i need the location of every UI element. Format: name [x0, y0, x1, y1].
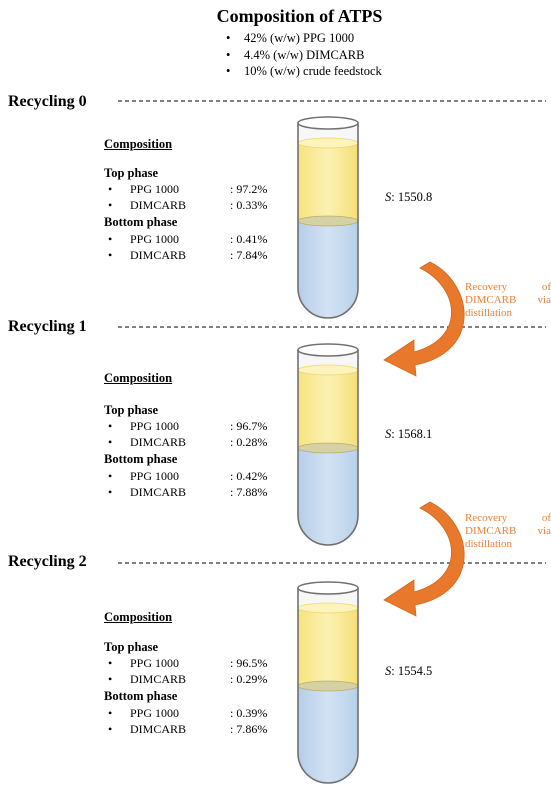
composition-entry: •DIMCARB: 0.33%: [108, 198, 268, 212]
composition-entry: •DIMCARB: 0.28%: [108, 435, 268, 449]
stage-label-recycling-1: Recycling 1: [8, 318, 87, 335]
recovery-arrow: [383, 501, 465, 617]
top-phase-label: Top phase: [104, 166, 159, 180]
bottom-phase-label: Bottom phase: [104, 689, 178, 703]
composition-entry: •DIMCARB: 0.29%: [108, 672, 268, 686]
test-tube-recycling-1: [297, 343, 359, 546]
composition-entry: •PPG 1000: 96.5%: [108, 656, 268, 670]
list-item: •4.4% (w/w) DIMCARB: [226, 47, 365, 62]
composition-heading: Composition: [104, 371, 173, 385]
bottom-phase-label: Bottom phase: [104, 452, 178, 466]
recovery-arrow: [383, 261, 465, 377]
test-tube-recycling-0: [297, 116, 359, 319]
stage-label-recycling-2: Recycling 2: [8, 553, 87, 570]
test-tube-recycling-2: [297, 581, 359, 784]
composition-entry: •DIMCARB: 7.86%: [108, 722, 268, 736]
diagram-title: Composition of ATPS: [216, 6, 383, 26]
recovery-note: Recovery of DIMCARB via distillation: [465, 512, 551, 550]
composition-heading: Composition: [104, 610, 173, 624]
top-phase-label: Top phase: [104, 403, 159, 417]
recovery-note: Recovery of DIMCARB via distillation: [465, 281, 551, 319]
composition-entry: •DIMCARB: 7.88%: [108, 485, 268, 499]
selectivity-value: S: 1550.8: [385, 190, 433, 204]
stage-label-recycling-0: Recycling 0: [8, 93, 87, 110]
composition-heading: Composition: [104, 137, 173, 151]
atps-composition-list: •42% (w/w) PPG 1000 •4.4% (w/w) DIMCARB …: [226, 30, 382, 80]
top-phase-label: Top phase: [104, 640, 159, 654]
composition-entry: •PPG 1000: 0.41%: [108, 232, 268, 246]
composition-entry: •PPG 1000: 0.39%: [108, 706, 268, 720]
composition-entry: •PPG 1000: 97.2%: [108, 182, 268, 196]
composition-entry: •DIMCARB: 7.84%: [108, 248, 268, 262]
list-item: •42% (w/w) PPG 1000: [226, 31, 355, 45]
selectivity-value: S: 1568.1: [385, 427, 433, 441]
composition-entry: •PPG 1000: 96.7%: [108, 419, 268, 433]
bottom-phase-label: Bottom phase: [104, 215, 178, 229]
selectivity-value: S: 1554.5: [385, 664, 433, 678]
list-item: •10% (w/w) crude feedstock: [226, 64, 382, 78]
composition-entry: •PPG 1000: 0.42%: [108, 469, 268, 483]
